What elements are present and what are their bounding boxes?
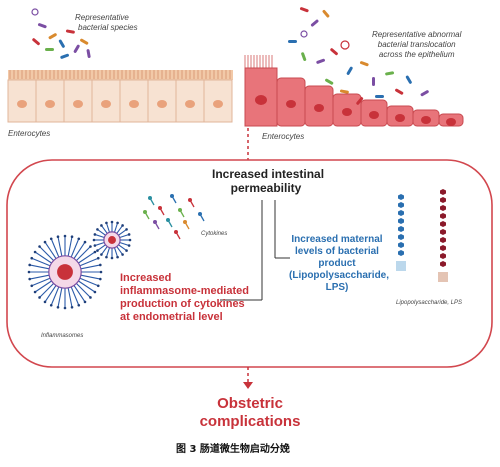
translocation-label: Representative abnormal bacterial transl…	[372, 30, 462, 59]
nucleus-icon	[421, 116, 431, 124]
nucleus-icon	[185, 100, 195, 108]
bacteria-cluster-left	[31, 8, 91, 59]
bacterium-icon	[37, 23, 47, 29]
bacterium-icon	[316, 58, 325, 64]
bacterium-icon	[346, 66, 353, 75]
bacteria-cluster-right	[288, 7, 429, 105]
bacterium-icon	[420, 90, 429, 97]
bacterium-icon	[58, 39, 65, 48]
nucleus-icon	[73, 100, 83, 108]
lps-small-label: Lipopolysaccharide, LPS	[396, 300, 463, 306]
species-label: Representative bacterial species	[75, 13, 138, 32]
healthy-epithelium	[7, 70, 233, 123]
figure-caption: 图 3 肠道微生物启动分娩	[176, 444, 290, 455]
cytokine-icon	[158, 206, 165, 216]
bacterium-icon	[372, 77, 375, 86]
inflammasome-icon	[27, 234, 103, 310]
bacterium-icon	[86, 49, 91, 59]
bacterium-icon	[45, 48, 54, 51]
lps-molecule-icon	[396, 194, 406, 271]
cytokine-icon	[183, 220, 190, 230]
cytokine-icon	[198, 212, 205, 222]
maternal-lps-text: Increased maternal levels of bacterial p…	[289, 234, 390, 293]
enterocytes-label-left: Enterocytes	[8, 129, 51, 138]
bacterium-icon	[288, 40, 297, 43]
bacterium-icon	[325, 78, 334, 85]
permeability-title: Increased intestinal permeability	[212, 167, 325, 195]
arrow-head-icon	[243, 382, 253, 389]
bacterium-icon	[80, 38, 89, 45]
nucleus-icon	[314, 104, 324, 112]
cytokine-icon	[148, 196, 155, 206]
bacterium-icon	[73, 44, 80, 53]
bacterium-icon	[339, 89, 349, 94]
damaged-epithelium	[244, 55, 464, 127]
bacterium-icon	[60, 53, 69, 59]
nucleus-icon	[213, 100, 223, 108]
obstetric-complications: Obstetric complications	[199, 395, 301, 430]
bacterium-icon	[65, 29, 75, 34]
bacterium-icon	[340, 40, 350, 50]
inflammasome-illustrations	[27, 220, 132, 310]
nucleus-icon	[45, 100, 55, 108]
nucleus-icon	[286, 100, 296, 108]
cytokine-production-text: Increased inflammasome-mediated producti…	[120, 272, 249, 323]
enterocyte-cell	[7, 79, 37, 123]
nucleus-icon	[255, 95, 267, 105]
bacterium-icon	[31, 8, 39, 16]
inflammasome-icon	[92, 220, 132, 260]
bacterium-icon	[299, 7, 309, 13]
nucleus-icon	[369, 111, 379, 119]
cytokine-icon	[174, 230, 181, 240]
nucleus-icon	[342, 108, 352, 116]
cytokine-icon	[166, 218, 173, 228]
cytokine-icon	[170, 194, 177, 204]
bacterium-icon	[48, 33, 57, 40]
enterocytes-label-right: Enterocytes	[262, 132, 305, 141]
inflammasomes-label: Inflammasomes	[41, 333, 84, 339]
bacterium-icon	[385, 71, 395, 76]
bacterium-icon	[310, 19, 319, 27]
lps-illustrations	[396, 189, 448, 282]
bacterium-icon	[356, 97, 364, 105]
bacterium-icon	[405, 75, 412, 84]
nucleus-icon	[17, 100, 27, 108]
nucleus-icon	[157, 100, 167, 108]
cytokine-icon	[153, 220, 160, 230]
bacterium-icon	[322, 9, 330, 18]
cytokine-illustrations	[143, 194, 205, 240]
cytokines-label: Cytokines	[201, 231, 228, 237]
bacterium-icon	[32, 38, 40, 46]
bacterium-icon	[375, 95, 384, 98]
nucleus-icon	[395, 114, 405, 122]
bacterium-icon	[300, 30, 308, 38]
bacterium-icon	[359, 61, 369, 67]
enterocyte-cell	[203, 79, 233, 123]
enterocyte-cell	[175, 79, 205, 123]
nucleus-icon	[446, 118, 456, 126]
cytokine-icon	[178, 208, 185, 218]
bacterium-icon	[301, 52, 307, 61]
nucleus-icon	[129, 100, 139, 108]
bacterium-icon	[330, 48, 338, 56]
nucleus-icon	[101, 100, 111, 108]
bacterium-icon	[395, 88, 404, 95]
cytokine-icon	[143, 210, 150, 220]
permeability-box	[6, 159, 493, 368]
cytokine-icon	[188, 198, 195, 208]
lps-molecule-icon	[438, 189, 448, 282]
